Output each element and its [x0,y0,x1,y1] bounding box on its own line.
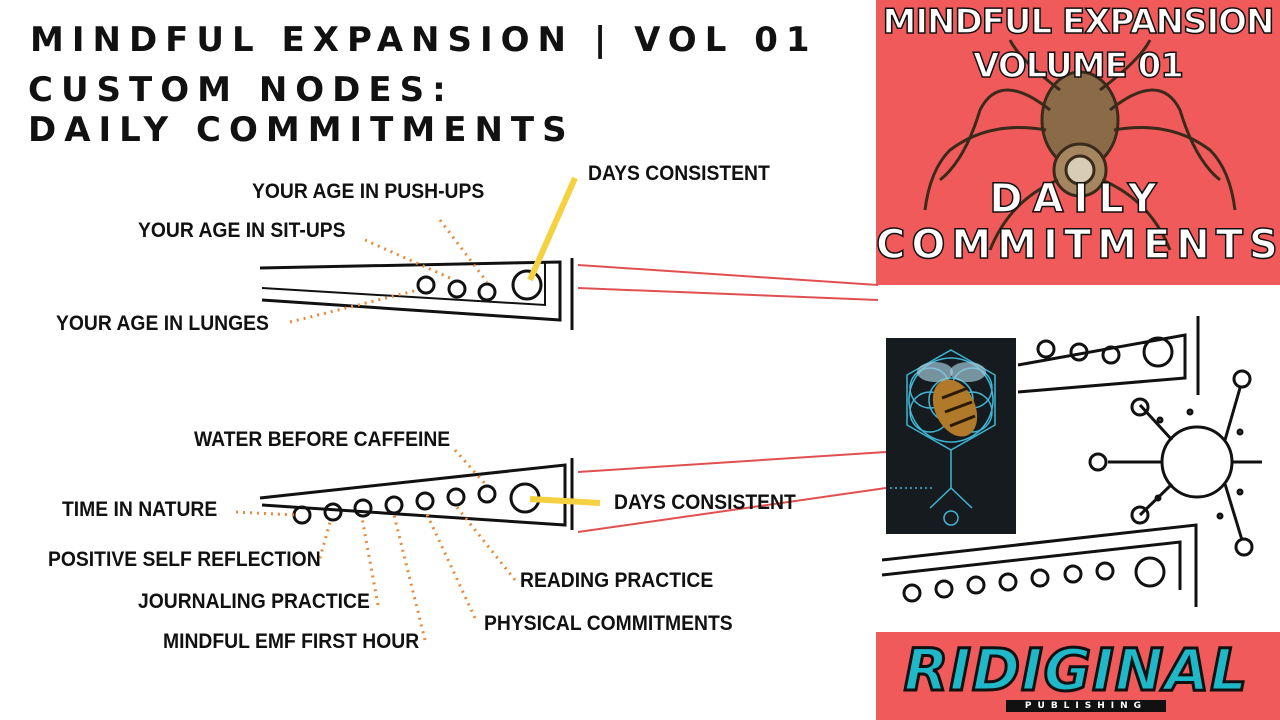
leader-emf [392,514,427,641]
node-port-emf [384,495,404,515]
label-nature: TIME IN NATURE [62,498,218,521]
leader-pushups [438,219,489,283]
leader-journaling [360,517,380,606]
highlight-days-top [527,176,578,282]
node-port-nature [292,505,312,525]
leader-physical [423,509,477,619]
connector-bottom-a [577,451,887,473]
leader-reading [454,505,517,581]
publisher-logo: RIDIGINAL [902,635,1249,706]
publisher-panel: RIDIGINAL PUBLISHING [876,632,1280,720]
leader-lunges [289,288,419,324]
cover-sub-2: COMMITMENTS [875,221,1280,269]
node-port-physical [415,491,435,511]
node-port-pushups [477,282,497,302]
node-port-situps [447,279,467,299]
leader-situps [364,238,451,280]
top-node [259,258,574,330]
label-self-reflection: POSITIVE SELF REFLECTION [48,548,321,571]
node-port-reading [446,487,466,507]
node-port-days [511,269,543,301]
cover-title-1: MINDFUL EXPANSION [882,1,1276,43]
header-line-3: DAILY COMMITMENTS [28,110,575,150]
header-line-2: CUSTOM NODES: [28,70,454,110]
node-port-journaling [353,498,373,518]
label-pushups: YOUR AGE IN PUSH-UPS [252,180,485,203]
label-journaling: JOURNALING PRACTICE [138,590,370,613]
header-line-1: MINDFUL EXPANSION | VOL 01 [30,20,818,60]
bee-thumbnail [886,338,1016,534]
hub-node [1160,425,1234,499]
node-port-lunges [416,275,436,295]
connector-top-a [577,264,879,286]
top-node-outline [259,260,562,322]
highlight-days-bottom [529,496,601,506]
cover-sub-1: DAILY [989,175,1167,223]
leader-water [453,449,489,487]
node-port-self-reflection [323,502,343,522]
connector-top-b [577,287,879,301]
bottom-node [259,458,574,530]
leader-self-reflection [316,521,332,566]
label-situps: YOUR AGE IN SIT-UPS [138,219,346,242]
right-panel-diagram [881,316,1262,607]
label-lunges: YOUR AGE IN LUNGES [56,312,269,335]
node-port-water [477,484,497,504]
label-days-consistent-top: DAYS CONSISTENT [588,162,770,185]
label-water: WATER BEFORE CAFFEINE [194,428,451,451]
connector-bottom-b [577,487,887,533]
label-emf: MINDFUL EMF FIRST HOUR [163,630,420,653]
label-days-consistent-bottom: DAYS CONSISTENT [614,491,796,514]
bottom-node-outline [259,463,567,527]
spider-illustration [923,39,1237,251]
label-physical: PHYSICAL COMMITMENTS [484,612,733,635]
label-reading: READING PRACTICE [520,569,714,592]
leader-nature [235,510,295,517]
publisher-sub: PUBLISHING [1006,700,1166,712]
cover-title-2: VOLUME 01 [972,45,1184,87]
